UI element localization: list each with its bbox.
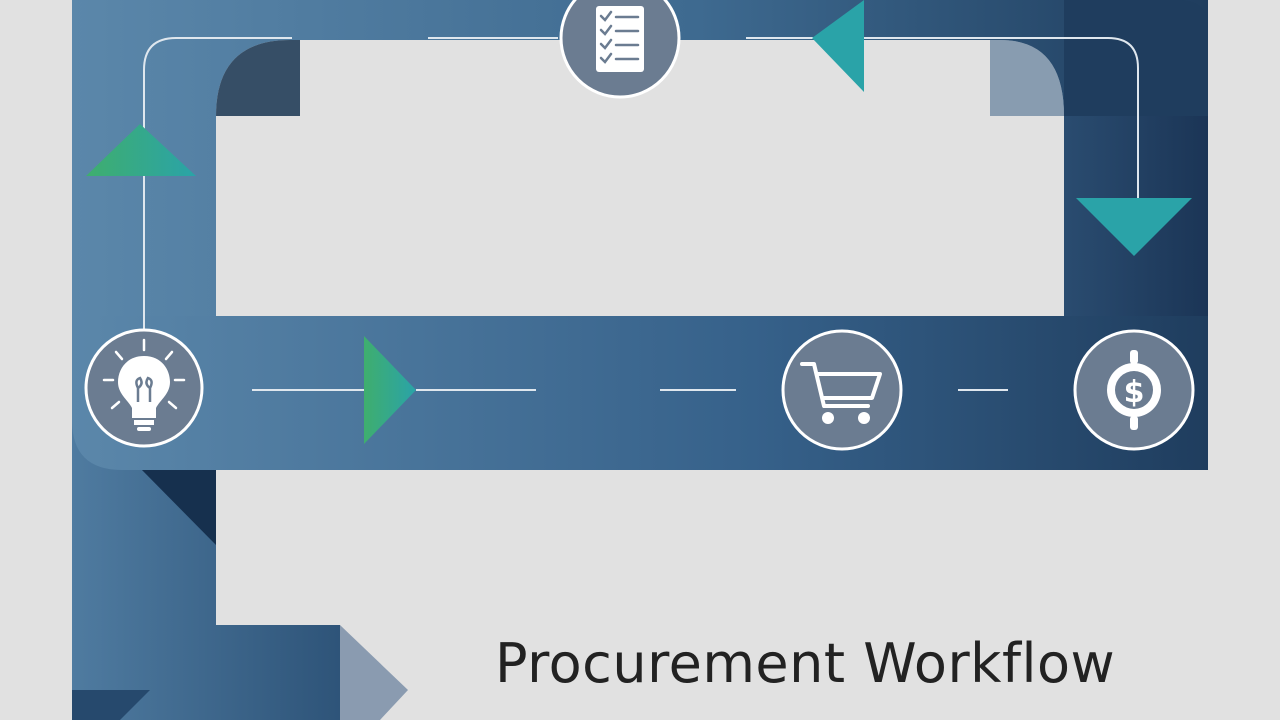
ribbon-bottom-fold [340,625,408,720]
inner-cutout [216,116,1064,316]
diagram-title: Procurement Workflow [495,632,1116,695]
bulb-shape [118,356,170,418]
checklist-icon [596,6,644,72]
step-circle [781,329,903,451]
bulb-filament [135,376,153,402]
arrow-left-icon [812,0,864,92]
bulb-base [134,420,154,425]
arrow-up-icon [86,124,196,176]
ribbon-fold-shadow-left [216,40,300,116]
ribbon-band [72,0,1208,720]
arrow-down-icon [1076,198,1192,256]
connector-lines [143,37,1139,391]
lightbulb-icon [102,338,186,410]
dollar-coin-icon: $ [1107,350,1161,430]
flow-arrows [86,0,1192,444]
cart-wheel-left [822,412,834,424]
ribbon-middle [72,316,1208,470]
step-coin: $ [1073,329,1195,451]
arrow-right-icon [364,336,416,444]
ribbon-fold-shadow-right [990,40,1064,116]
connector-line-top-right [746,37,1139,200]
ribbon-bottom-fold-dark [72,690,150,720]
connector-line-left [143,37,292,330]
cart-wheel-right [858,412,870,424]
ribbon-shadow [140,468,216,545]
step-checklist [559,0,681,99]
shopping-cart-icon [800,362,882,408]
svg-text:$: $ [1124,375,1145,410]
bulb-base-tip [137,427,151,431]
step-cart [781,329,903,451]
step-lightbulb [84,328,204,448]
